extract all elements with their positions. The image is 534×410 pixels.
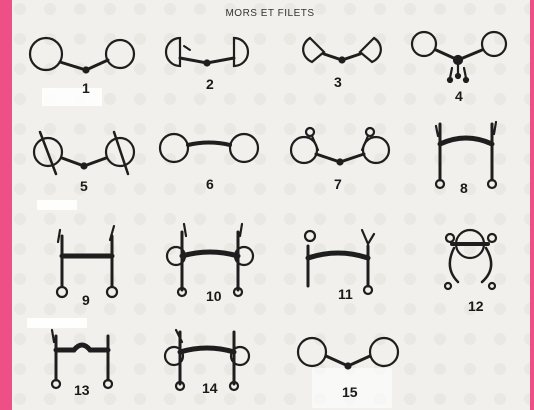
label-13: 13 — [74, 382, 90, 398]
label-9: 9 — [82, 292, 90, 308]
white-smudge — [37, 200, 77, 210]
illustration-plate: MORS ET FILETS 1 2 3 4 5 6 7 8 9 10 11 1… — [12, 0, 530, 410]
label-2: 2 — [206, 76, 214, 92]
label-10: 10 — [206, 288, 222, 304]
label-6: 6 — [206, 176, 214, 192]
label-5: 5 — [80, 178, 88, 194]
label-14: 14 — [202, 380, 218, 396]
plate-title: MORS ET FILETS — [210, 8, 330, 19]
white-smudge — [27, 318, 87, 328]
label-1: 1 — [82, 80, 90, 96]
label-4: 4 — [455, 88, 463, 104]
label-11: 11 — [338, 286, 353, 302]
white-smudge — [42, 88, 102, 106]
label-15: 15 — [342, 384, 358, 400]
label-3: 3 — [334, 74, 342, 90]
label-8: 8 — [460, 180, 468, 196]
label-12: 12 — [468, 298, 484, 314]
label-7: 7 — [334, 176, 342, 192]
bits-illustration — [12, 0, 530, 410]
